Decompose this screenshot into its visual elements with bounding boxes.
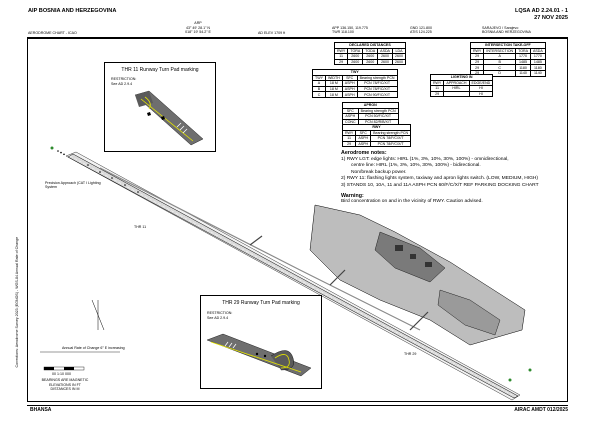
arp-label: ARP [194, 21, 202, 25]
side-note: Corrections: Aerodrome Survey 2023 (EGNO… [14, 236, 19, 368]
inset-thr11-see: See AD 2.9.4 [111, 81, 133, 86]
note-2: 2) RWY 11: flashing lights system, taxiw… [341, 176, 539, 182]
thr11-marker [50, 146, 54, 150]
arp-lon: 018° 19' 54.2" E [185, 30, 211, 34]
runway-centerline [69, 155, 517, 398]
warning-text: Bird concentration on and in the vicinit… [341, 199, 483, 205]
scale-bar-seg2 [64, 367, 74, 370]
east-apron [437, 289, 501, 336]
bearings-line1: BEARINGS ARE MAGNETIC [41, 378, 89, 382]
info-bar-divider [27, 37, 568, 38]
bearings-line2: ELEVATIONS IN FT [48, 382, 81, 387]
taxiway-connector-c [409, 311, 429, 331]
warning-title: Warning: [341, 192, 364, 199]
inset-thr29-title: THR 29 Runway Turn Pad marking [222, 300, 300, 306]
cargo-building [425, 262, 432, 267]
papi-label: Precision Approach (CAT I Lighting Syste… [45, 181, 101, 190]
note-1c: Non/break backup power. [351, 169, 407, 175]
thr29-label: THR 29 [404, 352, 417, 356]
scale-bar-seg1 [44, 367, 54, 370]
turn-pad-11-drawing [134, 90, 204, 146]
chart-id-header: LQSA AD 2.24.01 - 1 [514, 8, 568, 14]
inset-thr11-title: THR 11 Runway Turn Pad marking [121, 67, 199, 73]
inset-thr29-see: See AD 2.9.4 [207, 315, 229, 320]
footer-right: AIRAC AMDT 012/2025 [514, 407, 568, 413]
aip-country-header: AIP BOSNIA AND HERZEGOVINA [28, 8, 117, 14]
approach-lights [57, 150, 139, 193]
note-3: 3) STANDS 10, 10A, 11 and 11A ASPH PCN 6… [341, 182, 539, 188]
scale-text: 00 1:10 000 [52, 372, 71, 376]
note-1b: centre line: HIRL (1%, 3%, 10%, 30%, 100… [351, 163, 481, 169]
taxiway-connector-b [329, 269, 346, 286]
ad-elevation: AD ELEV 1709 ft [258, 31, 286, 35]
inset-thr11-restriction: RESTRICTION: [111, 77, 137, 81]
footer-left: BHANSA [30, 407, 52, 413]
bearings-line3: DISTANCES IN M [50, 387, 80, 391]
inset-thr29-restriction: RESTRICTION: [207, 311, 233, 315]
runway-11-29 [67, 153, 519, 399]
chart-frame [27, 38, 568, 402]
magnetic-north-arrow [91, 299, 105, 331]
parallel-taxiway [99, 167, 421, 331]
arp-lat: 43° 49' 28.1" N [186, 25, 210, 30]
hangar-building [410, 254, 416, 259]
thr29-marker [508, 378, 512, 382]
inset-thr11: THR 11 Runway Turn Pad marking RESTRICTI… [104, 62, 216, 152]
footer-divider [27, 405, 568, 406]
note-1a: 1) RWY LGT: edge lights: HIRL (1%, 3%, 1… [341, 156, 509, 162]
ndb-marker [528, 368, 532, 372]
chart-date-header: 27 NOV 2025 [534, 15, 568, 21]
notes-title: Aerodrome notes: [341, 150, 387, 156]
aerodrome-notes: Aerodrome notes: 1) RWY LGT: edge lights… [341, 150, 567, 206]
turn-pad-29-drawing [206, 333, 312, 377]
inset-thr29: THR 29 Runway Turn Pad marking RESTRICTI… [200, 295, 322, 389]
aerodrome-country: BOSNIA AND HERZEGOVINA [482, 30, 531, 34]
thr11-label: THR 11 [134, 225, 147, 229]
atis-frequency: ATIS 124.225 [410, 30, 432, 34]
terminal-building [395, 245, 403, 251]
app-frequency: APP 136.150, 119.775 [332, 25, 368, 30]
location-name: SARAJEVO / Sarajevo [482, 25, 519, 30]
taxiway-connector-a [249, 235, 263, 246]
twr-frequency: TWR 118.100 [332, 30, 354, 34]
chart-name: AERODROME CHART - ICAO [28, 31, 77, 35]
gnd-frequency: GND 121.800 [410, 25, 432, 30]
variation-text: Annual Rate of Change 6° E increasing [62, 346, 125, 350]
